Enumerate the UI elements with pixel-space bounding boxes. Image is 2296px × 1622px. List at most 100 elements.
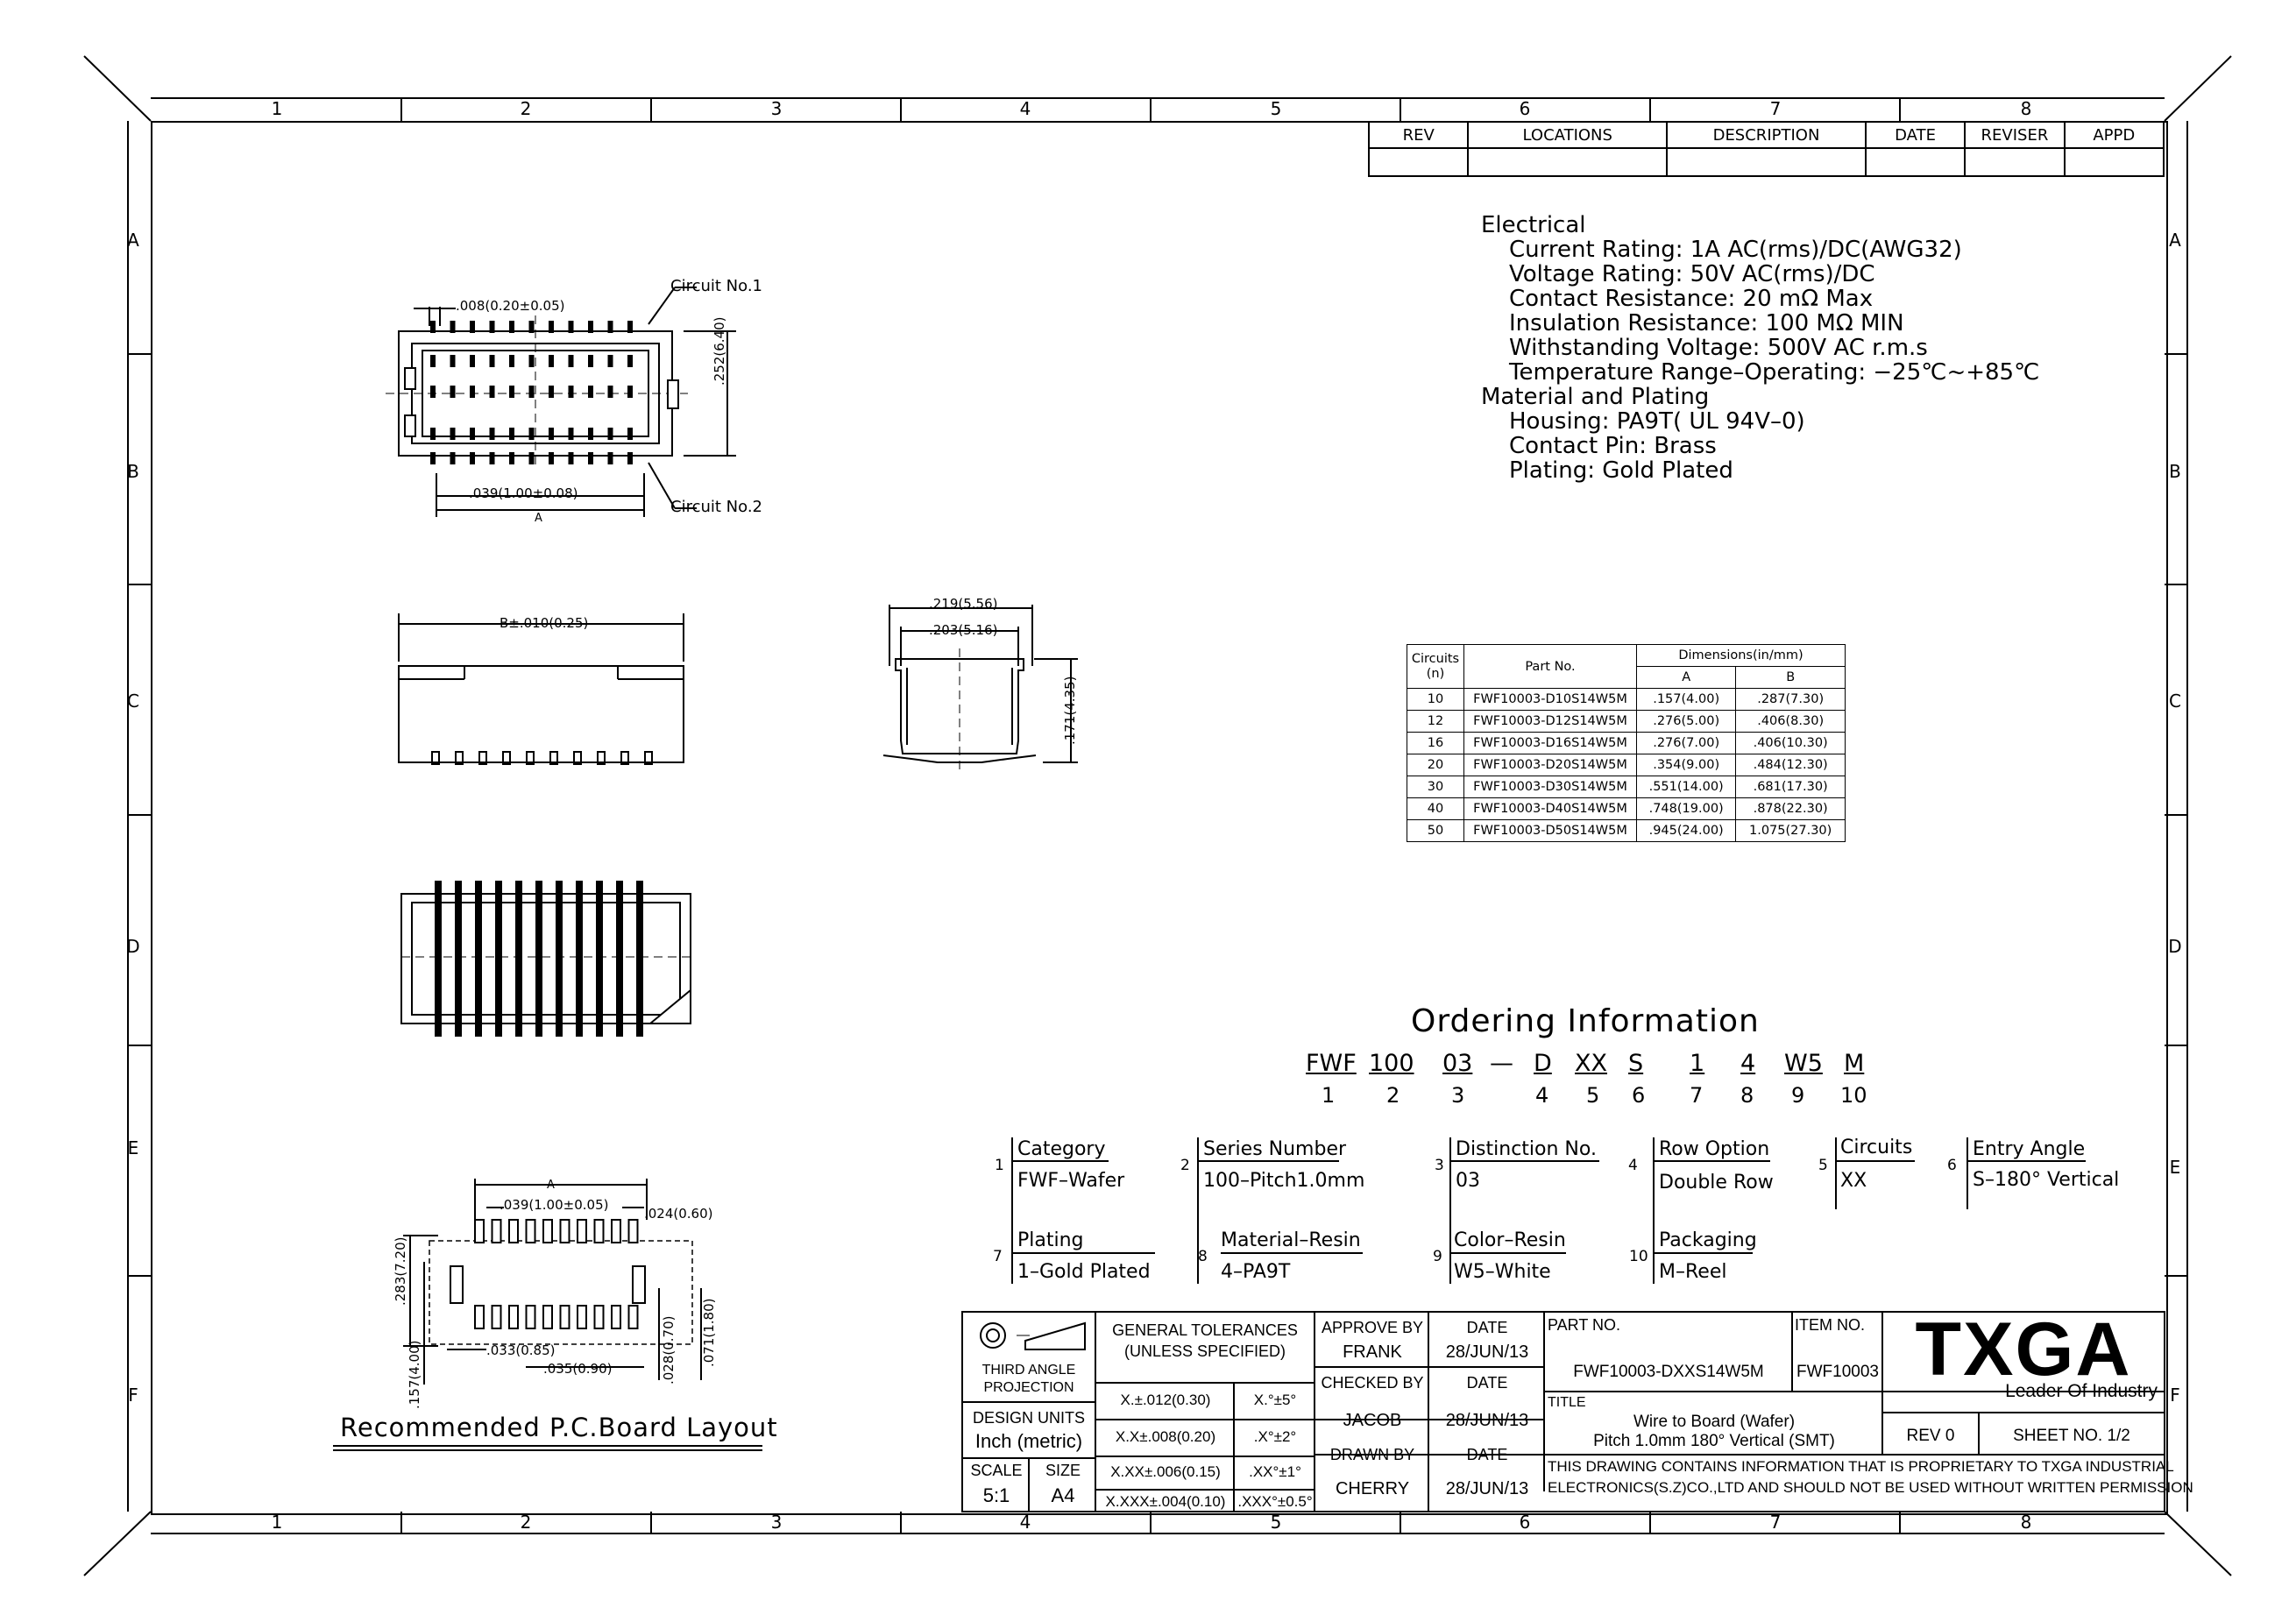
opt-num-7: 7 (993, 1248, 1003, 1265)
dim-a-cell: .157(4.00) (1635, 688, 1737, 711)
top-view-pin (568, 452, 574, 464)
top-view-pin (549, 355, 554, 367)
pcb-pad-bottom (559, 1305, 570, 1329)
electrical-temperature: Temperature Range–Operating: −25℃~+85℃ (1509, 359, 2040, 386)
dim-circuits-cell: 10 (1407, 688, 1464, 711)
zone-col-4-top: 4 (1019, 98, 1031, 119)
revision-table: REV LOCATIONS DESCRIPTION DATE REVISER A… (1367, 121, 2165, 177)
top-view-pin (568, 355, 574, 367)
approve-name: FRANK (1343, 1342, 1402, 1362)
top-view-pin (627, 428, 633, 440)
ord-code-s: S (1628, 1050, 1644, 1077)
title-line-2: Pitch 1.0mm 180° Vertical (SMT) (1593, 1432, 1835, 1450)
dim-039-label: .039(1.00±0.08) (469, 485, 578, 501)
pcb-035-label: .035(0.90) (543, 1361, 613, 1377)
date-label-approve: DATE (1466, 1319, 1508, 1336)
zone-row-d-left: D (126, 936, 140, 957)
pcb-pad-bottom (611, 1305, 621, 1329)
size-label: SIZE (1045, 1462, 1081, 1479)
ord-code-fwf: FWF (1306, 1050, 1357, 1077)
tolerance-title-2: (UNLESS SPECIFIED) (1123, 1342, 1286, 1360)
ord-num-6: 6 (1632, 1083, 1646, 1108)
opt-val-packaging: M–Reel (1659, 1261, 1727, 1283)
sheet-value: SHEET NO. 1/2 (2013, 1427, 2130, 1445)
zone-col-3-bottom: 3 (770, 1512, 783, 1533)
opt-title-plating: Plating (1017, 1229, 1084, 1251)
design-units-label: DESIGN UNITS (972, 1409, 1085, 1427)
dim-part-cell: FWF10003-D12S14W5M (1463, 710, 1637, 733)
pcb-033-label: .033(0.85) (486, 1342, 556, 1358)
side-view-pin (573, 751, 582, 765)
dim-header-dims: Dimensions(in/mm) (1636, 644, 1846, 667)
top-view-pin (549, 386, 554, 398)
perspective-pin (535, 881, 542, 1037)
circuit-no1-label: Circuit No.1 (670, 277, 762, 295)
dim-b-cell: 1.075(27.30) (1735, 819, 1846, 842)
dim-circuits-cell: 40 (1407, 797, 1464, 820)
top-view-pin (588, 321, 593, 333)
pcb-mount-pad-right (632, 1265, 646, 1304)
tol-angle-2: .X°±2° (1253, 1428, 1297, 1445)
zone-row-b-left: B (127, 461, 139, 482)
ord-code-dash: — (1490, 1050, 1513, 1077)
perspective-pin (596, 881, 603, 1037)
side-view-pin (455, 751, 464, 765)
dim-a-label: A (535, 512, 542, 525)
zone-col-1-top: 1 (271, 98, 283, 119)
opt-val-distinction: 03 (1456, 1170, 1480, 1192)
perspective-pin (455, 881, 462, 1037)
opt-num-8: 8 (1198, 1248, 1208, 1265)
opt-num-5: 5 (1818, 1157, 1828, 1174)
top-view-pin (627, 321, 633, 333)
dim-part-cell: FWF10003-D30S14W5M (1463, 776, 1637, 798)
dim-b-cell: .287(7.30) (1735, 688, 1846, 711)
item-no-value: FWF10003 (1796, 1363, 1879, 1381)
top-view-pin (627, 355, 633, 367)
proprietary-notice-1: THIS DRAWING CONTAINS INFORMATION THAT I… (1548, 1458, 2174, 1475)
dim-part-cell: FWF10003-D50S14W5M (1463, 819, 1637, 842)
dim-part-cell: FWF10003-D40S14W5M (1463, 797, 1637, 820)
top-view-pin (470, 452, 475, 464)
opt-title-entry: Entry Angle (1973, 1138, 2086, 1160)
appd-header: APPD (2063, 121, 2165, 149)
pcb-pad-bottom (542, 1305, 553, 1329)
opt-num-4: 4 (1628, 1157, 1638, 1174)
electrical-voltage: Voltage Rating: 50V AC(rms)/DC (1509, 261, 1875, 287)
pcb-layout-title: Recommended P.C.Board Layout (340, 1413, 778, 1442)
pcb-pad-top (542, 1219, 553, 1243)
zone-col-5-bottom: 5 (1270, 1512, 1282, 1533)
pcb-pad-bottom (577, 1305, 587, 1329)
opt-num-2: 2 (1180, 1157, 1190, 1174)
opt-val-color: W5–White (1454, 1261, 1551, 1283)
dim-a-cell: .551(14.00) (1635, 776, 1737, 798)
zone-row-d-right: D (2168, 936, 2182, 957)
ord-num-7: 7 (1690, 1083, 1704, 1108)
tol-linear-4: X.XXX±.004(0.10) (1105, 1493, 1226, 1510)
material-plating: Plating: Gold Plated (1509, 457, 1733, 484)
top-view-pin (528, 321, 535, 333)
zone-col-6-bottom: 6 (1519, 1512, 1531, 1533)
ord-code-03: 03 (1442, 1050, 1473, 1077)
side-view (398, 613, 684, 765)
top-view-pin (509, 428, 514, 440)
pcb-pad-top (491, 1219, 502, 1243)
dim-circuits-cell: 50 (1407, 819, 1464, 842)
ord-num-8: 8 (1740, 1083, 1754, 1108)
electrical-contact-resistance: Contact Resistance: 20 mΩ Max (1509, 286, 1874, 312)
opt-title-circuits: Circuits (1840, 1137, 1913, 1158)
top-view-pin (470, 386, 475, 398)
zone-col-8-bottom: 8 (2020, 1512, 2032, 1533)
top-view-pin (489, 428, 495, 440)
electrical-withstanding: Withstanding Voltage: 500V AC r.m.s (1509, 335, 1928, 361)
opt-val-row: Double Row (1659, 1172, 1774, 1193)
tol-linear-3: X.XX±.006(0.15) (1110, 1463, 1221, 1480)
rev-value: REV 0 (1906, 1427, 1955, 1445)
ord-num-3: 3 (1451, 1083, 1465, 1108)
material-title: Material and Plating (1481, 384, 1710, 410)
top-view-pin (489, 355, 495, 367)
